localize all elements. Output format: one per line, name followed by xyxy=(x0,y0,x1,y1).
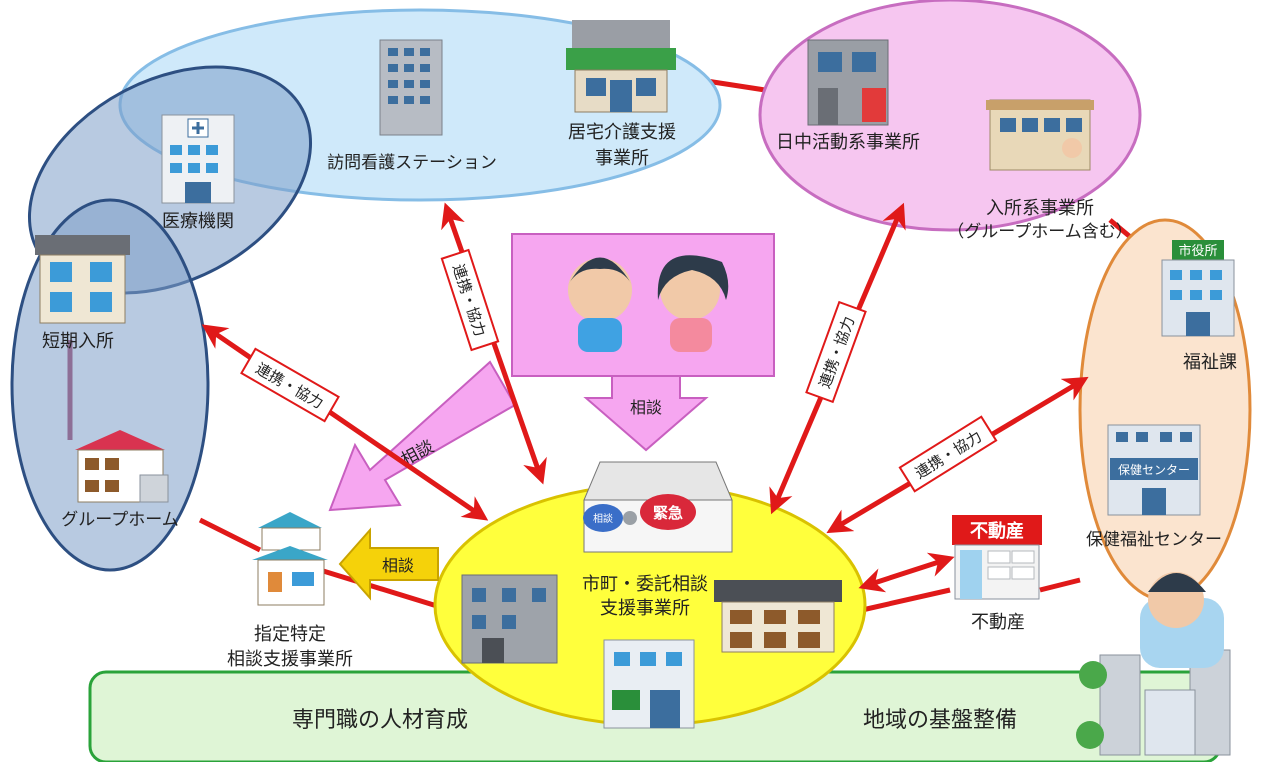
user-consultation-box xyxy=(511,233,775,377)
label-kyotaku-2: 事業所 xyxy=(595,148,649,169)
label-renkei-welfare: 連携・協力 xyxy=(898,415,998,493)
kinkyu-button xyxy=(640,494,696,530)
caregiver-icon xyxy=(1062,138,1082,158)
label-nyusho-1: 入所系事業所 xyxy=(986,198,1094,219)
sodan-arrow-yellow: 相談 xyxy=(338,527,439,601)
svg-text:相談: 相談 xyxy=(593,512,613,525)
svg-text:緊急: 緊急 xyxy=(653,504,683,522)
shitei-house-icon xyxy=(252,512,328,606)
sodan-arrow-diagonal: 相談 xyxy=(328,360,517,512)
homon-building-icon xyxy=(379,39,443,136)
nyusho-building-icon xyxy=(986,99,1094,171)
label-iryo: 医療機関 xyxy=(162,211,234,232)
label-hoken: 保健福祉センター xyxy=(1086,530,1222,550)
label-renkei-right: 連携・協力 xyxy=(805,300,867,404)
arrow-to-real-estate xyxy=(858,552,955,593)
label-center-2: 支援事業所 xyxy=(600,598,690,619)
group-home-icon xyxy=(75,430,169,503)
girl-icon xyxy=(657,255,729,352)
real-estate-sign: 不動産 xyxy=(970,520,1024,542)
city-hall-sign: 市役所 xyxy=(1178,243,1217,259)
label-fudosan: 不動産 xyxy=(971,612,1025,633)
center-building-left-icon xyxy=(461,574,558,664)
label-homon: 訪問看護ステーション xyxy=(327,153,497,173)
label-tanki: 短期入所 xyxy=(42,331,114,352)
real-estate-shop-icon: 不動産 xyxy=(952,515,1042,600)
person-staff-icon xyxy=(1140,572,1224,668)
city-hall-icon: 市役所 xyxy=(1161,240,1235,337)
health-center-icon: 保健センター xyxy=(1107,424,1201,516)
bottom-left-label: 専門職の人材育成 xyxy=(292,708,468,733)
sodan-arrow-down: 相談 xyxy=(583,375,709,452)
nicchu-building-icon xyxy=(807,39,889,126)
label-shitei-2: 相談支援事業所 xyxy=(227,649,353,670)
sodan-label-down: 相談 xyxy=(630,398,662,417)
sodan-button xyxy=(583,504,623,532)
label-fukushi: 福祉課 xyxy=(1183,352,1237,373)
boy-icon xyxy=(568,257,632,352)
label-shitei-1: 指定特定 xyxy=(254,624,326,645)
tree-icon xyxy=(1079,661,1107,689)
label-group: グループホーム xyxy=(61,510,178,530)
kyotaku-shop-icon xyxy=(566,20,676,113)
label-nyusho-2: （グループホーム含む） xyxy=(947,222,1132,242)
label-nicchu: 日中活動系事業所 xyxy=(776,132,920,153)
hospital-icon xyxy=(161,114,235,204)
health-center-sign: 保健センター xyxy=(1118,463,1190,477)
label-renkei-top: 連携・協力 xyxy=(440,248,500,352)
label-renkei-left: 連携・協力 xyxy=(240,347,340,423)
center-building-bottom-icon xyxy=(603,639,695,729)
label-kyotaku-1: 居宅介護支援 xyxy=(568,122,676,143)
short-stay-building-icon xyxy=(35,235,130,324)
center-house-right-icon xyxy=(714,580,842,653)
sodan-label-yellow: 相談 xyxy=(382,556,414,575)
consultation-alarm-device-icon: 相談 緊急 xyxy=(583,461,733,553)
label-center-1: 市町・委託相談 xyxy=(582,574,708,595)
bottom-right-label: 地域の基盤整備 xyxy=(863,708,1017,733)
